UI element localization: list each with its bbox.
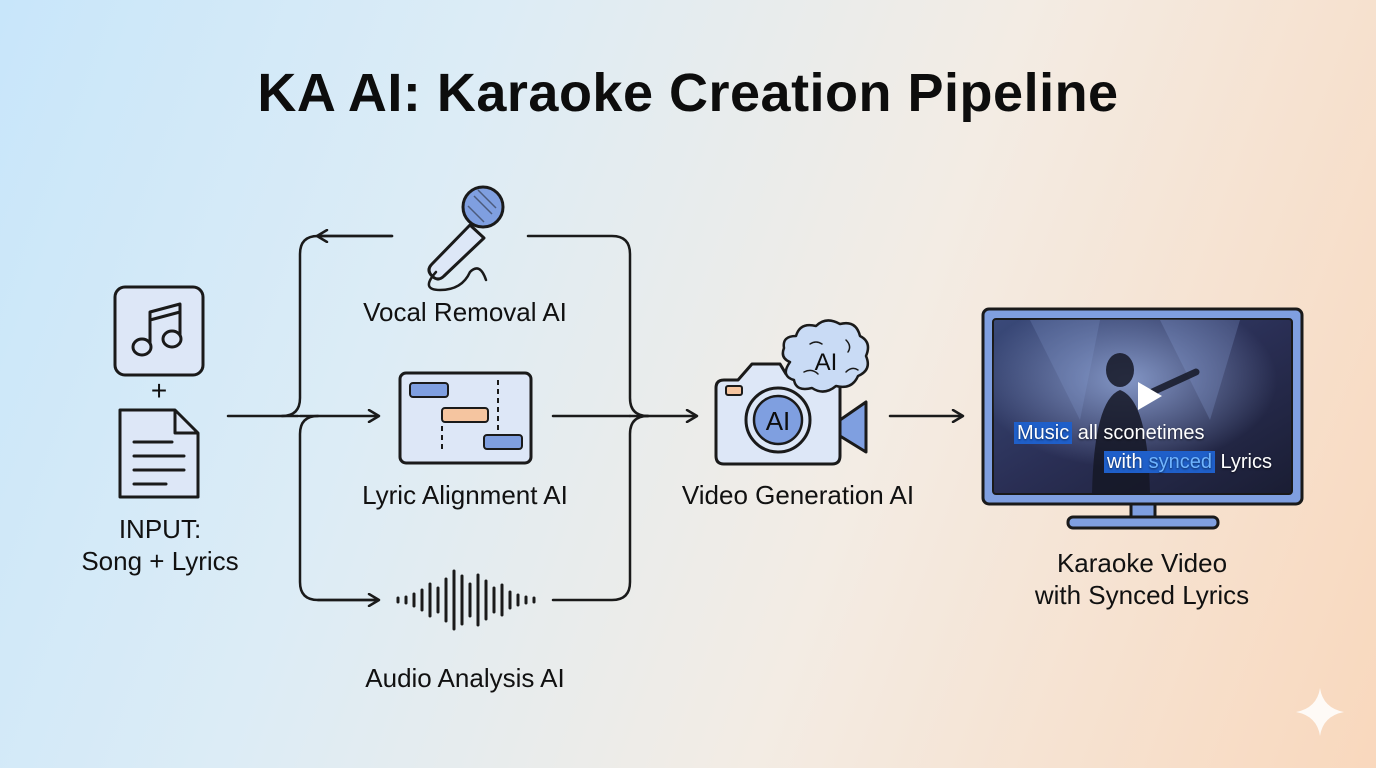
document-icon <box>118 408 200 499</box>
brain-icon: AI <box>781 319 870 393</box>
step-label-lyric-alignment: Lyric Alignment AI <box>362 480 568 510</box>
waveform-icon <box>396 569 536 631</box>
lyric-rest-2: Lyrics <box>1220 451 1272 473</box>
lyric-line-1: Music all sconetimes <box>1014 422 1205 445</box>
sparkle-icon <box>1296 688 1344 736</box>
camera-ai-badge: AI <box>766 406 791 436</box>
timeline-icon <box>398 371 533 465</box>
output-label-line2: with Synced Lyrics <box>1034 580 1250 610</box>
input-label: INPUT: Song + Lyrics <box>60 513 260 577</box>
brain-ai-badge: AI <box>815 349 838 376</box>
step-label-vocal-removal: Vocal Removal AI <box>363 297 567 327</box>
connector-lines <box>226 236 962 600</box>
output-label-line1: Karaoke Video <box>1056 548 1228 578</box>
step-label-audio-analysis: Audio Analysis AI <box>365 663 565 693</box>
page-title: KA AI: Karaoke Creation Pipeline <box>257 63 1119 123</box>
input-plus: + <box>150 375 168 406</box>
input-label-line1: INPUT: <box>118 514 202 544</box>
lyric-rest-1: all sconetimes <box>1077 422 1205 444</box>
lyric-highlight-1: Music <box>1014 422 1073 444</box>
lyric-highlight-2: with <box>1104 451 1146 473</box>
lyric-synced-word: synced <box>1145 451 1215 473</box>
microphone-icon <box>427 185 505 292</box>
monitor-icon <box>981 307 1304 530</box>
video-generation-label: Video Generation AI <box>681 480 915 510</box>
music-note-icon <box>113 285 205 377</box>
input-label-line2: Song + Lyrics <box>81 546 239 576</box>
output-label: Karaoke Video with Synced Lyrics <box>1002 547 1282 611</box>
